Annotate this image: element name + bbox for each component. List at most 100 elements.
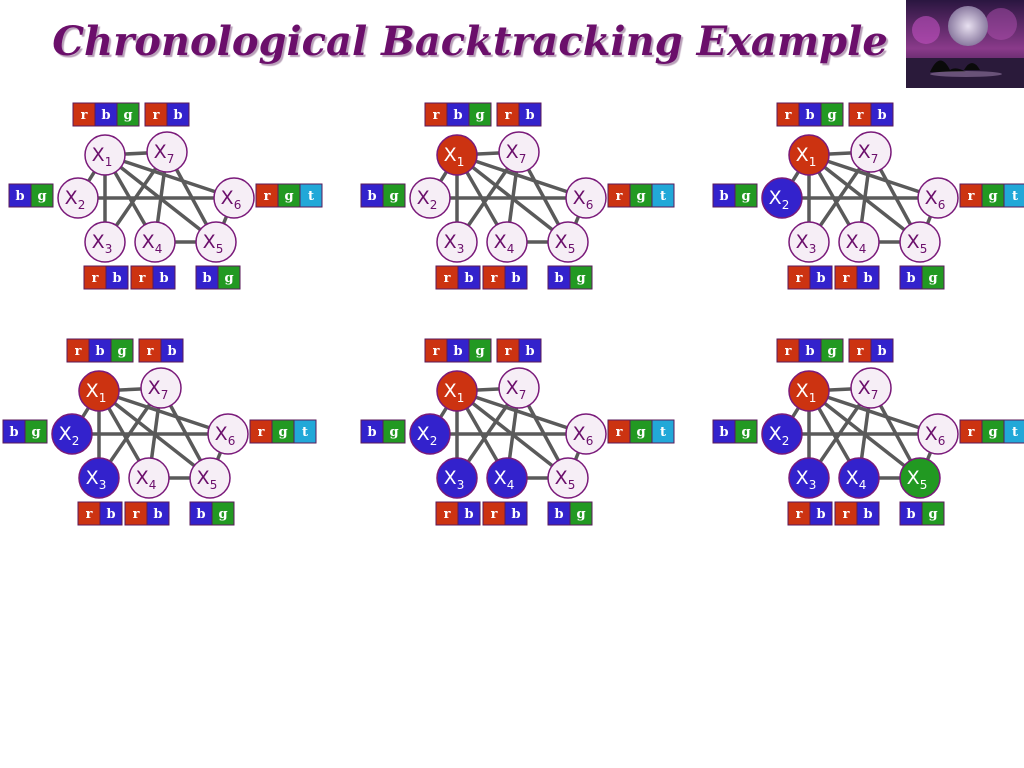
domain-chip-label-b: b (525, 344, 534, 359)
domain-chip-b (99, 501, 123, 526)
domain-chip-label-r: r (616, 425, 623, 440)
domain-chip-label-t: t (1012, 189, 1018, 204)
domain-chip-label-g: g (218, 507, 227, 522)
node-circle (850, 131, 892, 173)
edge-x1-x5 (455, 389, 570, 480)
node-x5: X5 (899, 221, 941, 263)
node-circle (899, 457, 941, 499)
edge-x1-x5 (807, 153, 922, 244)
domain-chip-g (217, 265, 241, 290)
domain-chip-g (30, 183, 54, 208)
domain-chip-label-r: r (433, 108, 440, 123)
domain-chip-g (569, 265, 593, 290)
domain-chip-label-r: r (433, 344, 440, 359)
domain-chip-label-b: b (554, 271, 563, 286)
domain-chip-b (504, 265, 528, 290)
domain-chip-label-r: r (147, 344, 154, 359)
domain-chip-label-b: b (453, 344, 462, 359)
domain-chip-b (166, 102, 190, 127)
node-circle (788, 457, 830, 499)
domain-chip-label-g: g (576, 271, 585, 286)
domain-chip-label-b: b (95, 344, 104, 359)
domain-chip-label-g: g (31, 425, 40, 440)
node-circle (409, 413, 451, 455)
domain-chip-label-r: r (616, 189, 623, 204)
domain-chip-t (299, 183, 323, 208)
node-circle (838, 221, 880, 263)
node-x1: X1 (788, 134, 830, 176)
domain-chip-label-b: b (367, 189, 376, 204)
node-x1: X1 (84, 134, 126, 176)
domain-chip-g (382, 419, 406, 444)
node-circle (128, 457, 170, 499)
node-circle (195, 221, 237, 263)
node-circle (207, 413, 249, 455)
node-circle (134, 221, 176, 263)
node-x6: X6 (207, 413, 249, 455)
domain-chip-label-r: r (843, 271, 850, 286)
domain-chip-label-g: g (827, 108, 836, 123)
node-circle (498, 367, 540, 409)
node-x4: X4 (128, 457, 170, 499)
node-circle (78, 370, 120, 412)
domain-chip-t (651, 183, 675, 208)
domain-chip-label-g: g (576, 507, 585, 522)
domain-chip-label-b: b (453, 108, 462, 123)
domain-chip-label-g: g (284, 189, 293, 204)
domain-chip-label-b: b (173, 108, 182, 123)
domain-chip-label-b: b (877, 344, 886, 359)
domain-chip-label-b: b (9, 425, 18, 440)
node-circle (917, 177, 959, 219)
node-circle (146, 131, 188, 173)
node-circle (761, 413, 803, 455)
domain-chip-g (24, 419, 48, 444)
domain-chip-label-g: g (741, 189, 750, 204)
domain-chip-t (293, 419, 317, 444)
domain-chip-b (870, 102, 894, 127)
domain-chip-label-b: b (202, 271, 211, 286)
node-x7: X7 (498, 367, 540, 409)
node-x7: X7 (850, 367, 892, 409)
domain-chip-label-r: r (968, 189, 975, 204)
node-circle (84, 221, 126, 263)
node-x2: X2 (51, 413, 93, 455)
domain-chip-label-g: g (928, 507, 937, 522)
domain-chip-label-r: r (133, 507, 140, 522)
domain-chip-label-b: b (863, 507, 872, 522)
domain-chip-b (152, 265, 176, 290)
domain-chip-label-r: r (796, 507, 803, 522)
node-x4: X4 (838, 221, 880, 263)
domain-chip-g (820, 338, 844, 363)
domain-chip-label-b: b (805, 344, 814, 359)
node-x3: X3 (788, 457, 830, 499)
node-x4: X4 (134, 221, 176, 263)
edge-x1-x5 (103, 153, 218, 244)
domain-chip-label-g: g (389, 425, 398, 440)
node-x1: X1 (78, 370, 120, 412)
node-circle (788, 221, 830, 263)
domain-chip-b (457, 501, 481, 526)
node-x6: X6 (917, 413, 959, 455)
node-x2: X2 (409, 413, 451, 455)
domain-chip-label-b: b (464, 507, 473, 522)
node-circle (213, 177, 255, 219)
node-x3: X3 (788, 221, 830, 263)
node-x5: X5 (547, 457, 589, 499)
domain-chip-g (734, 419, 758, 444)
domain-chip-label-b: b (106, 507, 115, 522)
domain-chip-label-t: t (302, 425, 308, 440)
